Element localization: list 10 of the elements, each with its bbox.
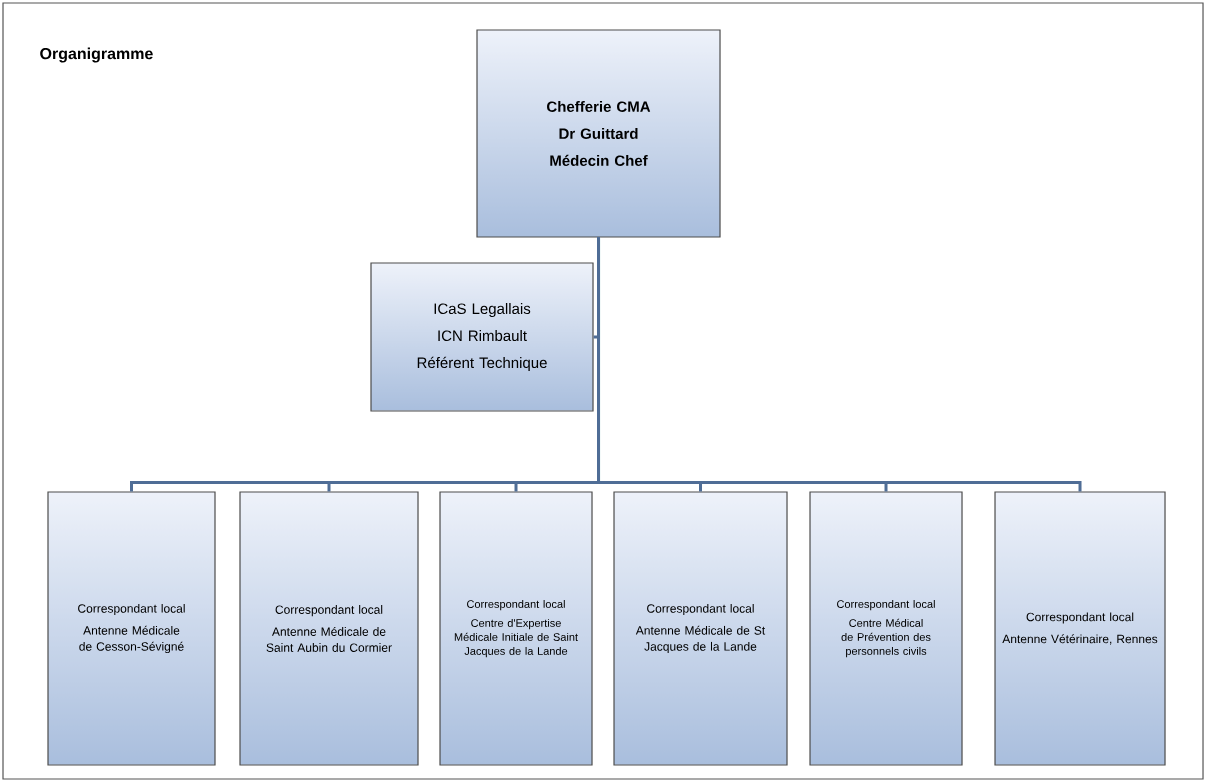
position-box: Correspondant local Antenne Vétérinaire, Rennes — [994, 491, 1166, 766]
position-box: Correspondant local Centre Médical de Prévention des personnels civils — [809, 491, 963, 766]
position-box: Correspondant local Antenne Médicale de St Jacques de la Lande — [613, 491, 788, 766]
position-box: Chefferie CMA Dr Guittard Médecin Chef — [476, 29, 721, 238]
title: Organigramme — [40, 47, 153, 63]
connector-line — [597, 237, 1082, 492]
position-box: Correspondant local Antenne Médicale de Saint Aubin du Cormier — [239, 491, 419, 766]
position-box: Correspondant local Antenne Médicale de Cesson-Sévigné — [47, 491, 216, 766]
position-box: ICaS Legallais ICN Rimbault Référent Technique — [370, 262, 594, 412]
position-box: Correspondant local Centre d'Expertise Médicale Initiale de Saint Jacques de la Lande — [439, 491, 593, 766]
